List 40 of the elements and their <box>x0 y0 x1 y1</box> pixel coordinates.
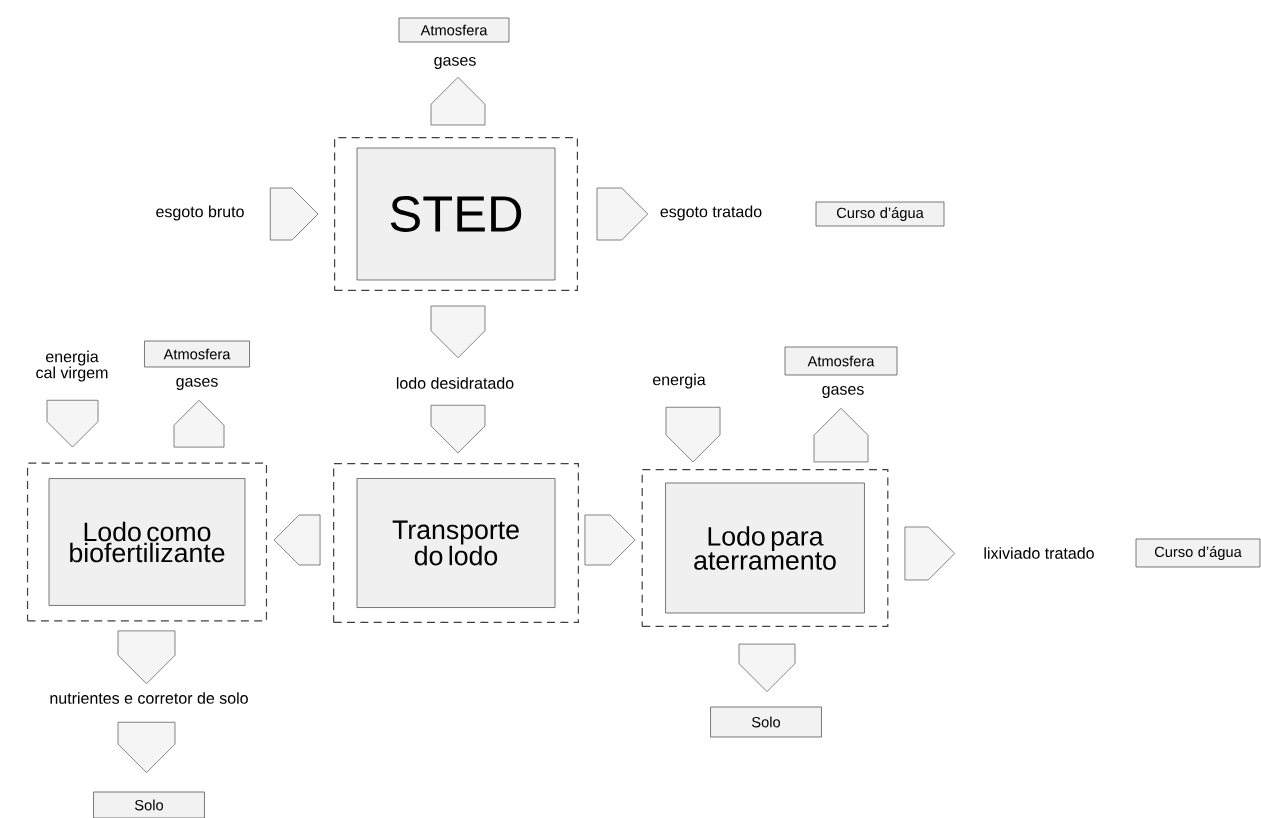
flow-label: energia cal virgem <box>36 350 108 382</box>
block-arrow <box>430 76 486 126</box>
block-arrow <box>273 514 321 566</box>
destination-box: Atmosfera <box>144 340 250 368</box>
block-arrow <box>173 399 225 448</box>
destination-box: Solo <box>710 706 822 738</box>
flow-label: gases <box>434 57 476 69</box>
flow-label: lodo desidratado <box>396 377 514 389</box>
block-arrow <box>584 514 636 566</box>
flow-label: esgoto bruto <box>156 205 244 221</box>
process-box: Lodo para aterramento <box>665 482 865 614</box>
process-box: STED <box>356 147 556 281</box>
block-arrow <box>117 721 176 773</box>
block-arrow <box>665 406 721 463</box>
block-arrow <box>269 187 319 241</box>
block-arrow <box>46 399 99 448</box>
block-arrow <box>430 305 486 359</box>
flow-label: gases <box>822 386 864 398</box>
process-box: Lodo como biofertilizante <box>48 478 246 606</box>
destination-box: Atmosfera <box>398 17 510 43</box>
flow-label: esgoto tratado <box>660 205 762 221</box>
flow-label: gases <box>176 378 218 390</box>
destination-box: Curso d’água <box>815 201 945 227</box>
destination-box: Solo <box>93 791 205 818</box>
flow-label: nutrientes e corretor de solo <box>50 692 248 704</box>
process-box: Transporte do lodo <box>356 478 556 608</box>
destination-box: Curso d’água <box>1135 538 1261 568</box>
flow-label: lixiviado tratado <box>984 547 1094 559</box>
block-arrow <box>117 630 176 685</box>
destination-box: Atmosfera <box>784 346 898 376</box>
flow-label: energia <box>653 373 706 389</box>
block-arrow <box>596 187 649 241</box>
block-arrow <box>430 404 486 454</box>
system-boundary <box>26 462 268 622</box>
block-arrow <box>813 407 869 463</box>
system-boundary <box>641 468 889 628</box>
system-boundary <box>334 137 578 291</box>
block-arrow <box>904 526 956 581</box>
block-arrow <box>738 643 796 692</box>
system-boundary <box>333 462 579 624</box>
